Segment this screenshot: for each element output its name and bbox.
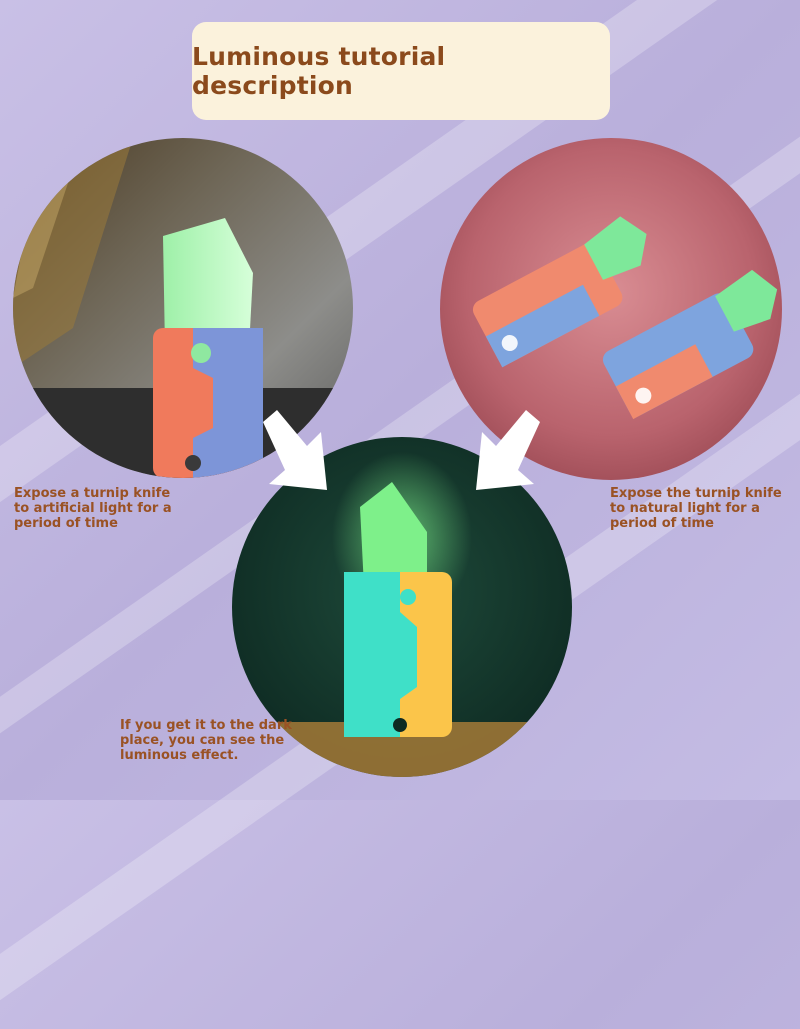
artificial-light-scene <box>13 138 353 478</box>
title-banner: Luminous tutorial description <box>192 22 610 120</box>
artificial-light-photo <box>13 138 353 478</box>
dark-place-scene <box>232 437 572 777</box>
artificial-light-caption: Expose a turnip knife to artificial ligh… <box>14 486 172 531</box>
dark-place-caption: If you get it to the dark place, you can… <box>120 718 292 763</box>
dark-place-photo <box>232 437 572 777</box>
natural-light-photo <box>440 138 782 480</box>
natural-light-caption: Expose the turnip knife to natural light… <box>610 486 782 531</box>
arrow-down-left-icon <box>476 410 540 490</box>
natural-light-scene <box>440 138 782 480</box>
arrow-down-right-icon <box>263 410 327 490</box>
page-title: Luminous tutorial description <box>192 42 446 100</box>
